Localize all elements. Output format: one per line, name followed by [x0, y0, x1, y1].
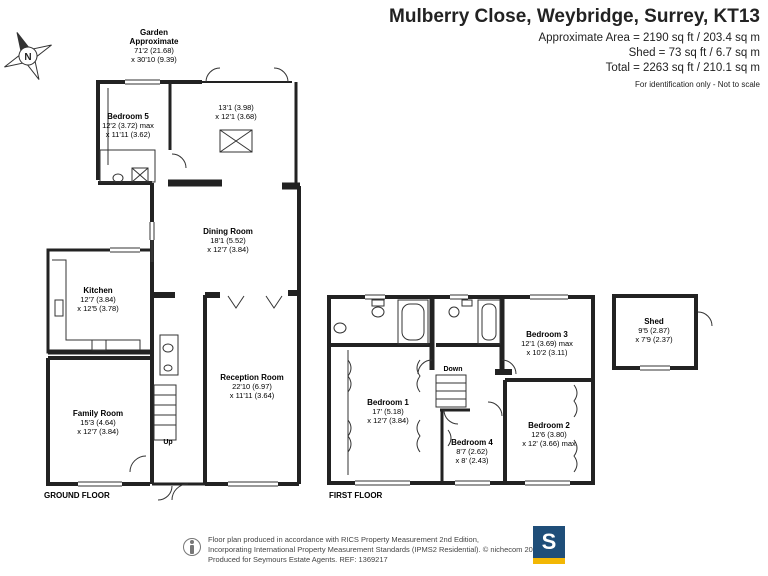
- garden-label: Garden: [140, 28, 168, 37]
- bedroom3-name: Bedroom 3: [526, 330, 568, 339]
- ground-windows: [78, 79, 278, 487]
- hall-fittings: [129, 334, 189, 501]
- bedroom4-name: Bedroom 4: [451, 438, 493, 447]
- dining-dim2: x 12'7 (3.84): [207, 245, 249, 254]
- bedroom4-dim2: x 8' (2.43): [455, 456, 489, 465]
- kitchen-name: Kitchen: [83, 286, 112, 295]
- reception-name: Reception Room: [220, 373, 284, 382]
- family-dim1: 15'3 (4.64): [80, 418, 116, 427]
- property-title: Mulberry Close, Weybridge, Surrey, KT13: [389, 6, 760, 27]
- dining-doors: [227, 295, 283, 309]
- compass-letter: N: [24, 52, 31, 63]
- first-floor-label: FIRST FLOOR: [329, 491, 383, 500]
- approximate-area: Approximate Area = 2190 sq ft / 203.4 sq…: [538, 32, 760, 44]
- bedroom5-dim2: x 11'11 (3.62): [106, 130, 151, 139]
- dining-name: Dining Room: [203, 227, 253, 236]
- bedroom2-dim2: x 12' (3.66) max: [522, 439, 576, 448]
- first-floor-fittings: [333, 299, 578, 475]
- first-windows: [355, 294, 570, 486]
- garden-dim2: x 30'10 (9.39): [131, 55, 177, 64]
- shed-name: Shed: [644, 317, 664, 326]
- conservatory-dim2: x 12'1 (3.68): [215, 112, 257, 121]
- footer-notes: Floor plan produced in accordance with R…: [208, 535, 543, 565]
- ground-floor-walls: [46, 80, 301, 486]
- footer-line-3: Produced for Seymours Estate Agents. REF…: [208, 555, 388, 564]
- bedroom3-dim1: 12'1 (3.69) max: [521, 339, 573, 348]
- family-name: Family Room: [73, 409, 123, 418]
- identification-note: For identification only - Not to scale: [635, 80, 760, 89]
- dining-dim1: 18'1 (5.52): [210, 236, 246, 245]
- agency-logo: S: [533, 526, 565, 564]
- stairs-up-label: Up: [163, 439, 172, 446]
- family-dim2: x 12'7 (3.84): [77, 427, 119, 436]
- stairs-down-label: Down: [443, 366, 462, 373]
- conservatory-dim1: 13'1 (3.98): [218, 103, 254, 112]
- ground-floor-label: GROUND FLOOR: [44, 491, 110, 500]
- shed-area: Shed = 73 sq ft / 6.7 sq m: [628, 47, 760, 59]
- reception-dim2: x 11'11 (3.64): [230, 391, 275, 400]
- shed-fittings: [640, 311, 713, 371]
- kitchen-dim2: x 12'5 (3.78): [77, 304, 119, 313]
- shed-dim2: x 7'9 (2.37): [635, 335, 673, 344]
- person-icon: [183, 538, 201, 556]
- bedroom2-dim1: 12'6 (3.80): [531, 430, 567, 439]
- bedroom3-dim2: x 10'2 (3.11): [527, 348, 568, 357]
- garden-label-2: Approximate: [130, 37, 179, 46]
- footer-line-2: Incorporating International Property Mea…: [208, 545, 544, 554]
- bedroom1-dim1: 17' (5.18): [372, 407, 404, 416]
- footer-line-1: Floor plan produced in accordance with R…: [208, 535, 479, 544]
- reception-dim1: 22'10 (6.97): [232, 382, 272, 391]
- garden-dim1: 71'2 (21.68): [134, 46, 174, 55]
- kitchen-fittings: [52, 240, 154, 351]
- bedroom5-fittings: [99, 88, 156, 183]
- bedroom5-name: Bedroom 5: [107, 112, 149, 121]
- conservatory-fittings: [171, 67, 289, 169]
- bedroom5-dim1: 12'2 (3.72) max: [102, 121, 154, 130]
- bedroom1-name: Bedroom 1: [367, 398, 409, 407]
- shed-dim1: 9'5 (2.87): [638, 326, 670, 335]
- total-area: Total = 2263 sq ft / 210.1 sq m: [605, 62, 760, 74]
- compass-icon: [4, 32, 52, 80]
- bedroom4-dim1: 8'7 (2.62): [456, 447, 488, 456]
- kitchen-dim1: 12'7 (3.84): [80, 295, 116, 304]
- bedroom2-name: Bedroom 2: [528, 421, 570, 430]
- bedroom1-dim2: x 12'7 (3.84): [367, 416, 409, 425]
